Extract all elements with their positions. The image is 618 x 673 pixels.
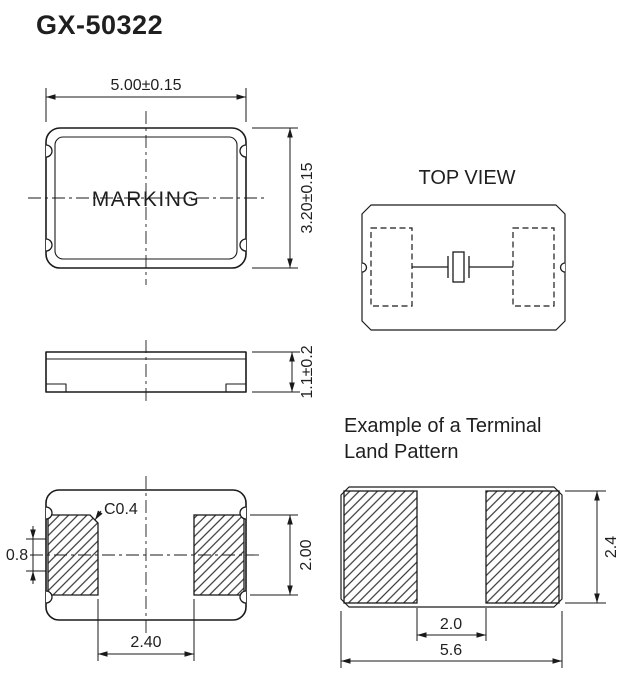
dim-terminal-width-label: 0.8 (6, 547, 28, 564)
chamfer-label: C0.4 (104, 501, 138, 518)
internal-top-view: TOP VIEW (361, 167, 566, 331)
dim-land-width: 5.6 (340, 611, 563, 668)
land-pattern-caption-line2: Land Pattern (344, 441, 459, 463)
castellation-notch (45, 506, 53, 520)
castellation-notch (239, 238, 247, 252)
package-lid-outline (54, 136, 238, 260)
part-number-title: GX-50322 (36, 10, 163, 40)
dim-land-height: 2.4 (565, 490, 618, 604)
terminal-step-left (46, 383, 67, 392)
bottom-view: C0.4 0.8 2.00 2.40 (6, 476, 315, 661)
castellation-notch (45, 144, 53, 158)
package-top-outline-view: MARKING 5.00±0.15 3.20±0.15 (28, 77, 316, 285)
castellation-notch (239, 590, 247, 604)
package-body-outline (45, 127, 247, 269)
land-pattern-outline (340, 486, 563, 608)
dim-terminal-gap-label: 2.40 (130, 634, 161, 651)
hidden-terminal-right (512, 227, 555, 307)
top-view-label: TOP VIEW (418, 167, 515, 189)
edge-notch (559, 262, 566, 273)
land-pattern-view: Example of a Terminal Land Pattern 2.4 2… (340, 415, 618, 668)
crystal-symbol (412, 251, 513, 283)
dim-thickness: 1.1±0.2 (252, 345, 316, 399)
chamfer-callout: C0.4 (94, 501, 138, 521)
castellation-notch (239, 506, 247, 520)
terminal-step-right (225, 383, 246, 392)
castellation-notch (239, 144, 247, 158)
dim-terminal-width: 0.8 (6, 526, 46, 584)
dim-body-height-label: 3.20±0.15 (299, 162, 316, 233)
leader-arrow (94, 510, 103, 521)
castellation-notch (45, 238, 53, 252)
dim-terminal-length-label: 2.00 (298, 539, 315, 570)
dim-terminal-gap: 2.40 (97, 599, 195, 661)
land-pad-right (485, 490, 560, 604)
dim-thickness-label: 1.1±0.2 (299, 345, 316, 398)
dim-terminal-length: 2.00 (250, 514, 315, 596)
dim-land-width-label: 5.6 (440, 642, 462, 659)
dim-body-height: 3.20±0.15 (252, 127, 316, 269)
dim-land-height-label: 2.4 (603, 536, 618, 558)
edge-notch (361, 262, 368, 273)
castellation-notch (45, 590, 53, 604)
dim-land-gap-label: 2.0 (440, 616, 462, 633)
side-view: 1.1±0.2 (45, 340, 316, 404)
dim-body-width: 5.00±0.15 (45, 77, 247, 122)
marking-text: MARKING (92, 188, 201, 211)
hidden-terminal-left (370, 227, 413, 307)
dim-body-width-label: 5.00±0.15 (110, 77, 181, 94)
package-outline (361, 204, 566, 331)
land-pad-left (343, 490, 418, 604)
crystal-element (452, 251, 465, 283)
side-body-outline (45, 351, 247, 393)
land-pattern-caption-line1: Example of a Terminal (344, 415, 542, 437)
dim-land-gap: 2.0 (416, 608, 487, 641)
